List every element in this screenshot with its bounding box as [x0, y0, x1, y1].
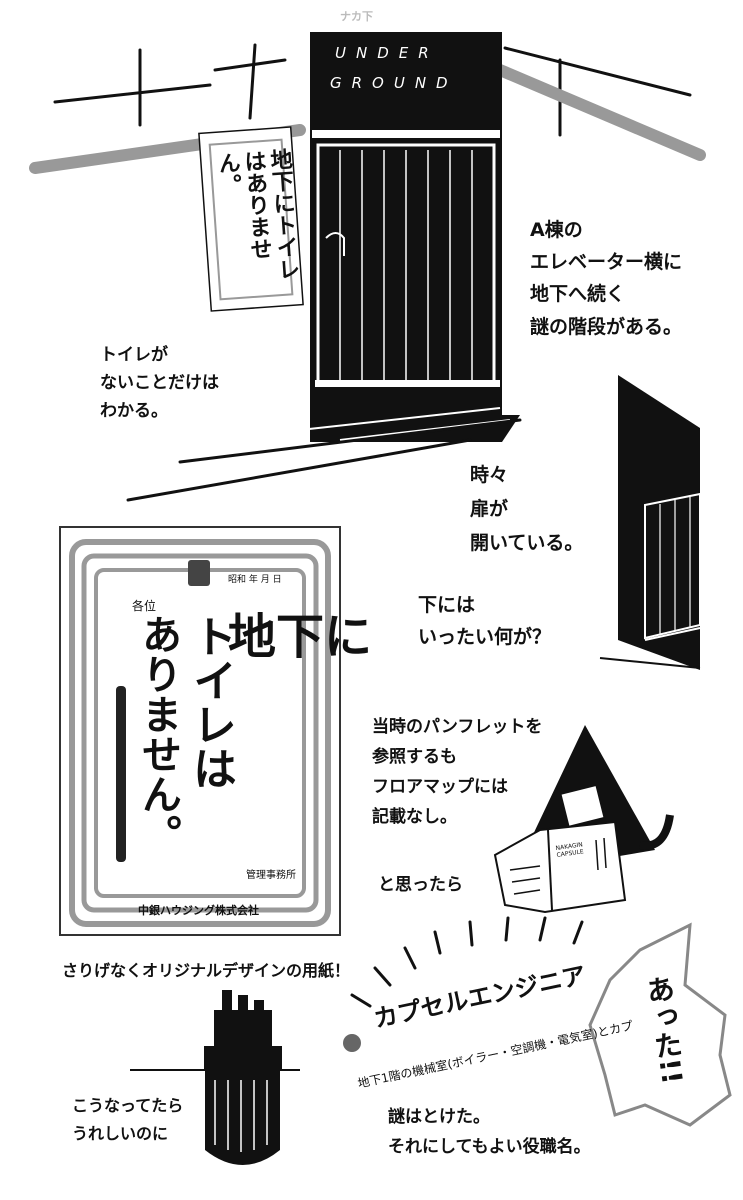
big-poster-seal: [188, 560, 210, 586]
caption-toilet-1: トイレが: [100, 345, 168, 365]
bullet-dot: [343, 1034, 361, 1052]
side-door-illustration: [599, 375, 701, 670]
caption-wish-2: うれしいのに: [72, 1124, 169, 1143]
caption-pamphlet-2: 参照するも: [372, 747, 457, 767]
caption-toilet-2: ないことだけは: [100, 373, 219, 393]
caption-solved-2: それにしてもよい役職名。: [388, 1137, 591, 1157]
big-poster-company: 中銀ハウジング株式会社: [138, 904, 259, 917]
caption-solved-1: 謎はとけた。: [388, 1107, 490, 1127]
small-poster-frame: [198, 126, 304, 312]
big-poster-frame: [59, 526, 341, 936]
door-sign-line2: GROUND: [330, 74, 458, 92]
caption-wish-1: こうなってたら: [72, 1096, 184, 1115]
caption-sometimes-3: 開いている。: [470, 532, 584, 554]
door-sign-line1: UNDER: [335, 44, 439, 62]
floor-lines: [126, 418, 522, 502]
hat-pamphlet-illustration: [493, 725, 674, 914]
big-poster-line1: 地下に: [228, 609, 373, 665]
caption-toilet-3: わかる。: [100, 401, 168, 421]
big-poster-addressee: 各位: [132, 599, 157, 613]
speech-bubble: [588, 922, 732, 1127]
caption-below-2: いったい何が？: [418, 626, 552, 648]
big-poster-line3: ありません。: [135, 614, 181, 854]
big-poster-office: 管理事務所: [246, 870, 296, 881]
caption-elevator-3: 地下へ続く: [530, 283, 626, 305]
caption-elevator-2: エレベーター横に: [530, 251, 683, 273]
caption-thought: と思ったら: [378, 875, 463, 895]
caption-pamphlet-1: 当時のパンフレットを: [372, 717, 543, 737]
small-poster-text: 地下にトイレはありません。: [213, 147, 300, 281]
big-poster-line2-vertical: トイレは: [185, 614, 236, 790]
underground-door-illustration: [299, 32, 520, 442]
caption-below-1: 下には: [418, 594, 476, 616]
header-kana: ナカ下: [340, 10, 373, 23]
caption-elevator-4: 謎の階段がある。: [530, 316, 683, 338]
caption-sometimes-2: 扉が: [470, 498, 509, 520]
caption-paper: さりげなくオリジナルデザインの用紙！: [62, 961, 351, 980]
caption-pamphlet-4: 記載なし。: [372, 807, 457, 827]
big-poster-date: 昭和 年 月 日: [228, 575, 282, 585]
caption-pamphlet-3: フロアマップには: [372, 777, 508, 797]
caption-sometimes-1: 時々: [470, 464, 509, 486]
building-illustration: [130, 990, 300, 1165]
sunburst-dashes: [350, 916, 584, 1008]
caption-elevator-1: A棟の: [530, 219, 583, 241]
